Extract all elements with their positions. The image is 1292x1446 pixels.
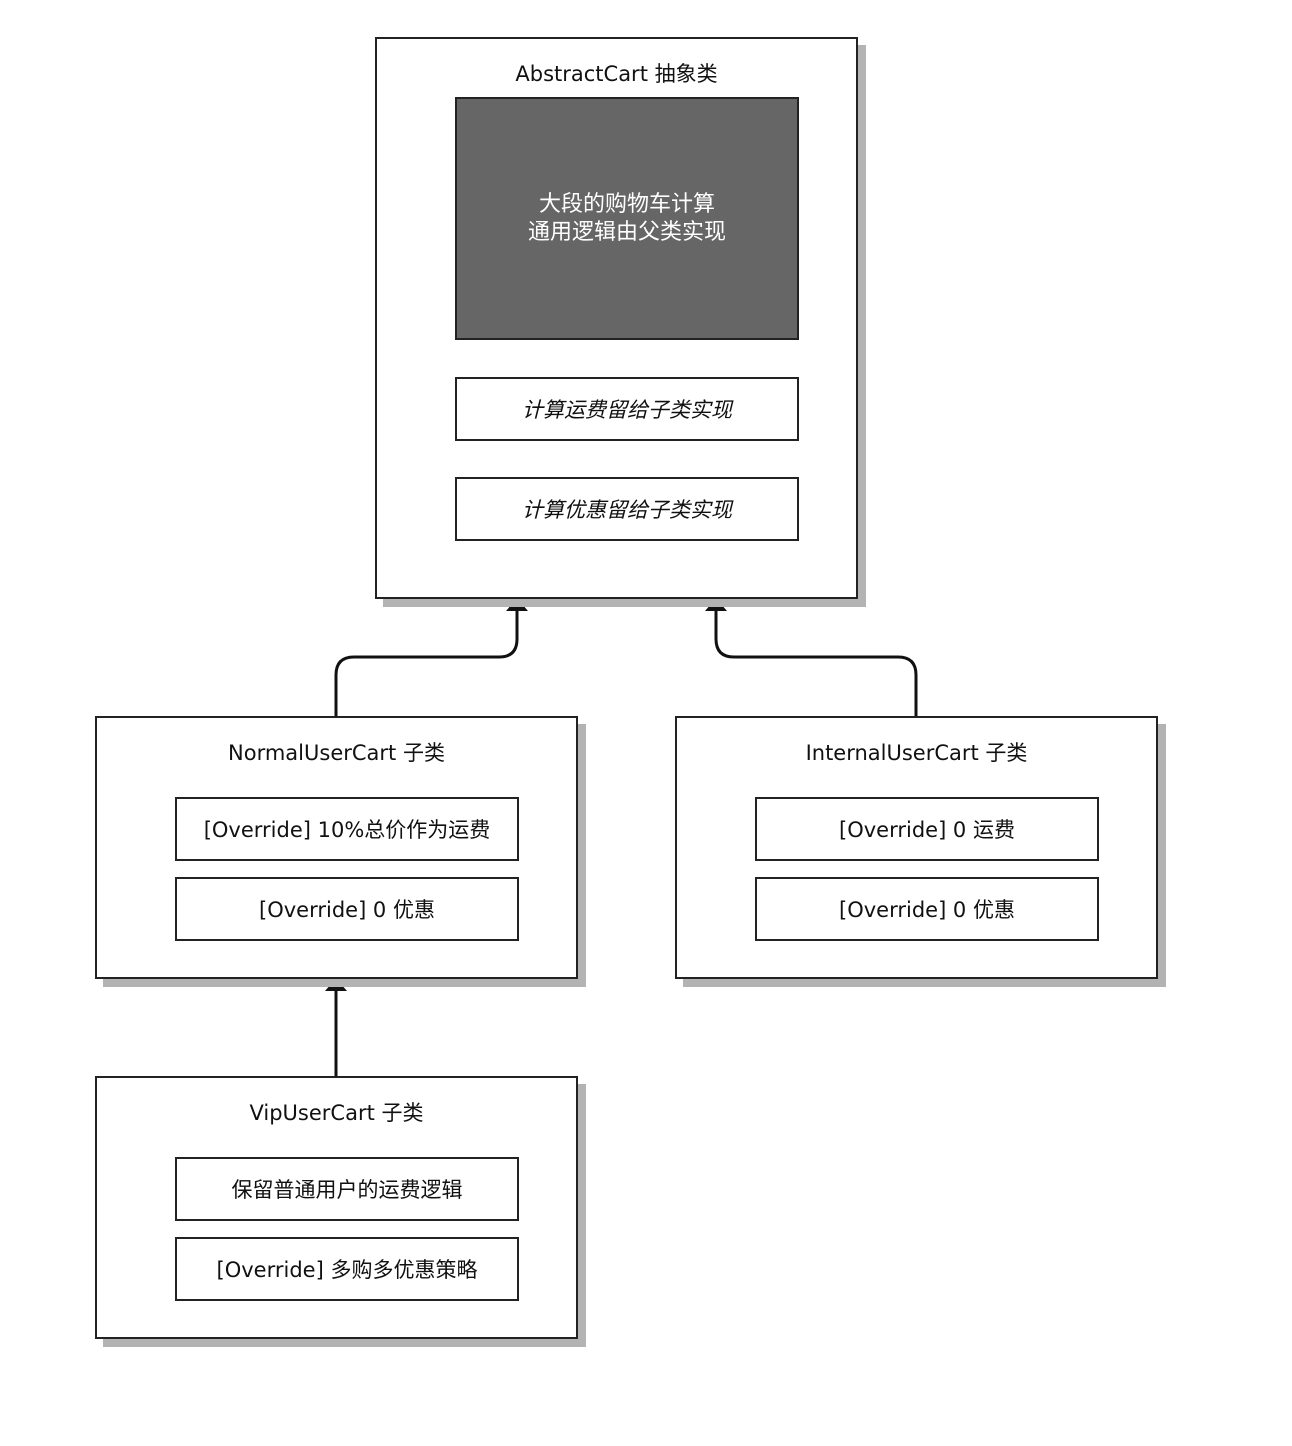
vip-user-cart-title: VipUserCart 子类 [249,1101,424,1125]
vip-user-cart-class: VipUserCart 子类 保留普通用户的运费逻辑 [Override] 多购… [95,1076,578,1339]
normal-to-abstract-arrowhead [506,598,528,611]
abstract-cart-title: AbstractCart 抽象类 [515,62,718,86]
vip-method-discount: [Override] 多购多优惠策略 [175,1237,519,1301]
abstract-cart-class: AbstractCart 抽象类 大段的购物车计算 通用逻辑由父类实现 计算运费… [375,37,858,599]
vip-method-shipping: 保留普通用户的运费逻辑 [175,1157,519,1221]
vip-to-normal-arrowhead [325,978,347,991]
internal-user-cart-title: InternalUserCart 子类 [805,741,1028,765]
normal-method-shipping: [Override] 10%总价作为运费 [175,797,519,861]
common-logic-line-2: 通用逻辑由父类实现 [527,220,726,245]
normal-to-abstract-edge [334,610,519,716]
normal-method-discount: [Override] 0 优惠 [175,877,519,941]
normal-user-cart-title: NormalUserCart 子类 [228,741,445,765]
normal-user-cart-class: NormalUserCart 子类 [Override] 10%总价作为运费 [… [95,716,578,979]
internal-method-shipping: [Override] 0 运费 [755,797,1099,861]
abstract-method-shipping: 计算运费留给子类实现 [455,377,799,441]
common-logic-block: 大段的购物车计算 通用逻辑由父类实现 [455,97,799,340]
common-logic-line-1: 大段的购物车计算 [538,192,715,217]
internal-to-abstract-arrowhead [705,598,727,611]
internal-to-abstract-edge [714,610,918,716]
internal-user-cart-class: InternalUserCart 子类 [Override] 0 运费 [Ove… [675,716,1158,979]
internal-method-discount: [Override] 0 优惠 [755,877,1099,941]
abstract-method-discount: 计算优惠留给子类实现 [455,477,799,541]
